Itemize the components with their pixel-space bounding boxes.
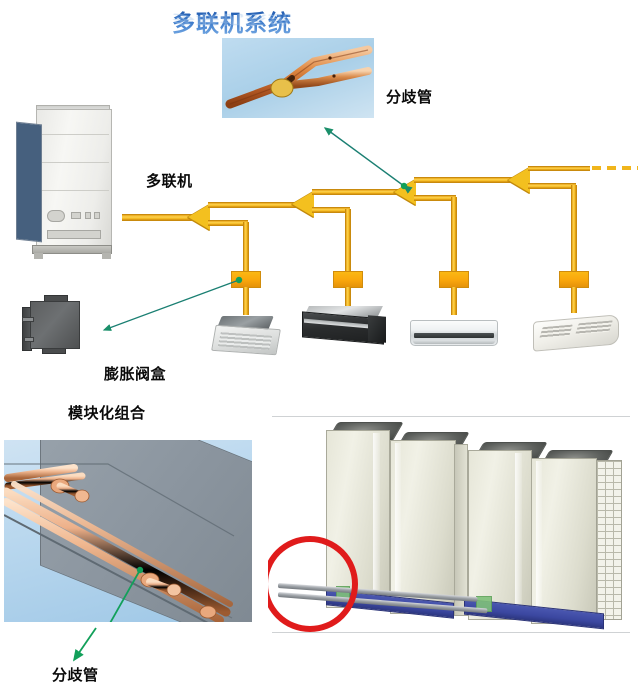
pipe-segment-2-3 [312,189,402,195]
photo-bottom-rule [272,632,630,633]
indoor-unit-ducted [302,306,388,348]
pipe-drop-lead-4 [528,183,576,189]
modular-outdoor-unit-4 [531,458,597,624]
branch-joint-3 [394,179,416,205]
valve-box-2 [333,271,363,288]
expansion-valve-box [22,295,90,355]
modular-outdoor-unit-3 [468,450,532,620]
valve-box-4 [559,271,589,288]
label-branch-pipe-bottom: 分歧管 [52,667,99,684]
outdoor-unit-heat-exchanger-grille [16,121,42,243]
modular-outdoor-units-photo [268,408,638,640]
pipe-drop-lead-2 [312,207,350,213]
modular-outdoor-unit-2 [390,440,456,614]
pipe-drop-3 [451,197,457,274]
indoor-unit-ceiling-suspended [533,314,623,354]
label-modular-combination: 模块化组合 [68,405,146,422]
page-title-reflection: 多联机系统 [172,12,292,27]
pipe-segment-1-2 [208,202,298,208]
branch-joint-2 [292,191,314,217]
pipe-drop-lead-1 [208,220,248,226]
pipe-drop-4 [571,185,577,274]
page-title: 多联机系统 [172,4,292,38]
outdoor-unit-base [32,245,112,254]
branch-pipe-photo-inset [222,38,374,118]
photo-top-rule [272,416,630,417]
pipe-continuation-dashed [592,166,638,170]
branch-joint-4 [508,167,530,193]
indoor-unit-wall-mounted [410,320,500,350]
indoor-unit-cassette [211,316,281,358]
pipe-segment-3-4 [414,177,514,183]
outdoor-unit-body [36,109,112,249]
outdoor-unit [14,105,118,259]
pipe-tail-1 [243,287,249,315]
modular-frame-middle [454,444,468,616]
pipe-drop-lead-3 [414,195,456,201]
pipe-tail-4 [571,287,577,313]
pipe-main-trunk [122,214,192,221]
expansion-valve-box-face [30,301,80,349]
pipe-segment-4-end [528,166,590,171]
branch-joint-1 [188,204,210,230]
valve-box-1 [231,271,261,288]
highlight-circle [268,536,358,632]
label-vrf-unit: 多联机 [146,173,193,190]
label-expansion-valve-box: 膨胀阀盒 [104,366,167,383]
valve-box-3 [439,271,469,288]
pipe-tail-2 [345,287,351,307]
piping-cad-render [4,440,252,622]
pipe-drop-1 [243,222,249,274]
label-branch-pipe-top: 分歧管 [386,89,433,106]
pipe-drop-2 [345,209,351,274]
outdoor-unit-mesh-guard [596,460,622,620]
pipe-tail-3 [451,287,457,315]
